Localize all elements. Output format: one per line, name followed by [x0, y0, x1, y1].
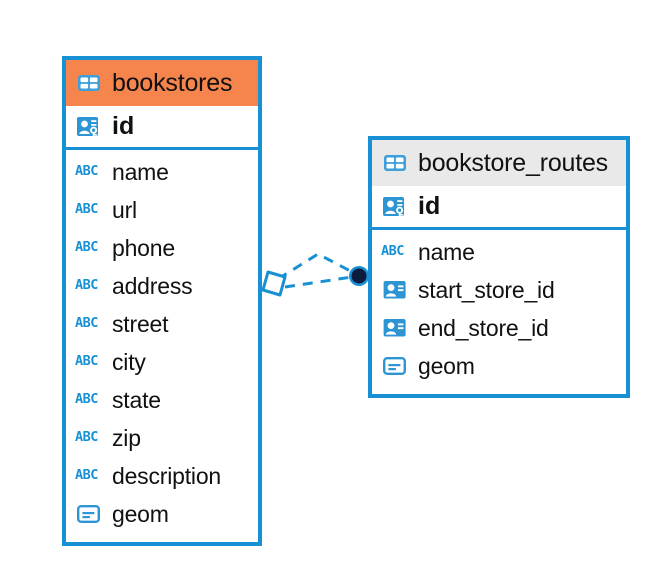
field-label: geom: [112, 500, 169, 527]
field-label: name: [418, 238, 475, 265]
entity-row-primary-key[interactable]: id: [66, 106, 258, 150]
field-row-name[interactable]: ABC name: [66, 153, 258, 191]
field-label: name: [112, 158, 169, 185]
field-label: address: [112, 272, 193, 299]
relationship-target-marker: [349, 266, 369, 286]
primary-key-label: id: [112, 112, 135, 140]
entity-fields-bookstores: ABC name ABC url ABC phone ABC address A…: [66, 150, 258, 533]
foreign-key-icon: [381, 276, 409, 304]
field-row-geom[interactable]: geom: [66, 495, 258, 533]
primary-key-icon: [75, 113, 103, 141]
relationship-source-marker: [261, 270, 287, 297]
field-label: city: [112, 348, 146, 375]
text-abc-icon: ABC: [75, 391, 98, 408]
relationship-line-upper: [277, 252, 357, 281]
entity-row-primary-key[interactable]: id: [372, 186, 626, 230]
text-abc-icon: ABC: [75, 201, 98, 218]
relationship-line-lower: [284, 275, 353, 289]
text-abc-icon: ABC: [75, 429, 98, 446]
entity-header-bookstores[interactable]: bookstores: [66, 60, 258, 106]
field-label: url: [112, 196, 137, 223]
field-label: geom: [418, 352, 475, 379]
field-label: state: [112, 386, 161, 413]
entity-fields-bookstore-routes: ABC name start_store_id: [372, 230, 626, 385]
table-icon: [381, 149, 409, 177]
field-row-zip[interactable]: ABC zip: [66, 419, 258, 457]
entity-title-bookstore-routes: bookstore_routes: [418, 148, 608, 177]
entity-bookstores[interactable]: bookstores id ABC name: [62, 56, 262, 546]
field-label: start_store_id: [418, 276, 555, 303]
field-row-geom[interactable]: geom: [372, 347, 626, 385]
field-row-end-store-id[interactable]: end_store_id: [372, 309, 626, 347]
entity-header-bookstore-routes[interactable]: bookstore_routes: [372, 140, 626, 186]
foreign-key-icon: [381, 314, 409, 342]
field-label: zip: [112, 424, 141, 451]
geometry-icon: [75, 500, 103, 528]
geometry-icon: [381, 352, 409, 380]
field-row-address[interactable]: ABC address: [66, 267, 258, 305]
primary-key-icon: [381, 193, 409, 221]
table-icon: [75, 69, 103, 97]
field-row-phone[interactable]: ABC phone: [66, 229, 258, 267]
field-row-city[interactable]: ABC city: [66, 343, 258, 381]
text-abc-icon: ABC: [75, 239, 98, 256]
field-row-name[interactable]: ABC name: [372, 233, 626, 271]
field-row-state[interactable]: ABC state: [66, 381, 258, 419]
text-abc-icon: ABC: [75, 353, 98, 370]
field-label: phone: [112, 234, 175, 261]
text-abc-icon: ABC: [75, 315, 98, 332]
field-row-street[interactable]: ABC street: [66, 305, 258, 343]
text-abc-icon: ABC: [75, 163, 98, 180]
text-abc-icon: ABC: [381, 243, 404, 260]
field-row-start-store-id[interactable]: start_store_id: [372, 271, 626, 309]
field-row-url[interactable]: ABC url: [66, 191, 258, 229]
text-abc-icon: ABC: [75, 467, 98, 484]
field-label: description: [112, 462, 222, 489]
text-abc-icon: ABC: [75, 277, 98, 294]
primary-key-label: id: [418, 192, 441, 220]
entity-title-bookstores: bookstores: [112, 68, 233, 97]
field-label: end_store_id: [418, 314, 549, 341]
field-label: street: [112, 310, 169, 337]
entity-bookstore-routes[interactable]: bookstore_routes id ABC name: [368, 136, 630, 398]
field-row-description[interactable]: ABC description: [66, 457, 258, 495]
